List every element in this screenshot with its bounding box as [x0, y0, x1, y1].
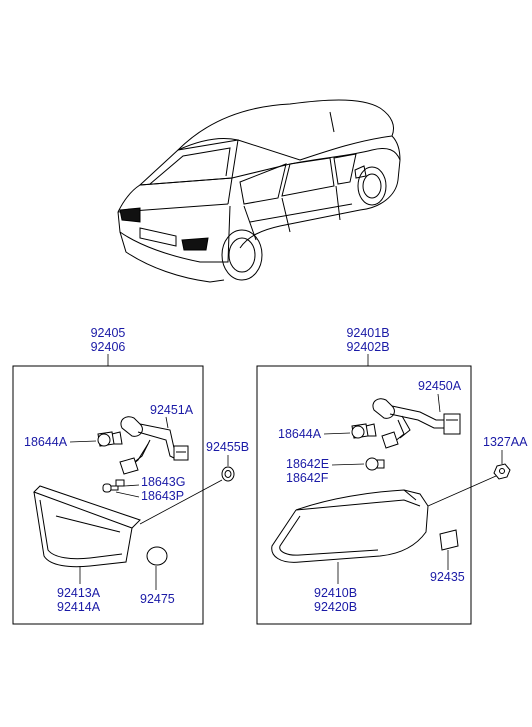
socket-harness-icon: [119, 416, 189, 475]
bulb-small-icon-right: [365, 457, 385, 471]
left-group-box: [12, 365, 204, 625]
right-group-box: [256, 365, 472, 625]
socket-harness-icon-right: [372, 398, 461, 449]
right-header-line-1: 92401B: [346, 326, 389, 340]
label-bulb-large-left: 18644A: [24, 435, 68, 449]
bulb-icon-right: [351, 423, 377, 439]
label-socket-harness-left: 92451A: [150, 403, 194, 417]
label-lamp-left-1: 92413A: [57, 586, 101, 600]
car-left-tail-lamp: [119, 207, 141, 223]
sedan-rear-view-icon: [117, 99, 401, 283]
cap-icon: [146, 546, 168, 566]
label-bulb-small-right-1: 18642E: [286, 457, 329, 471]
label-socket-harness-right: 92450A: [418, 379, 462, 393]
label-pad: 92435: [430, 570, 465, 584]
pad-icon: [439, 529, 459, 551]
label-lamp-right-1: 92410B: [314, 586, 357, 600]
rear-combination-lamp-icon: [33, 485, 141, 568]
label-grommet: 92455B: [206, 440, 249, 454]
left-header-line-1: 92405: [91, 326, 126, 340]
label-bulb-small-left-1: 18643G: [141, 475, 185, 489]
car-right-tail-lamp: [181, 237, 209, 251]
nut-icon: [493, 463, 511, 480]
label-lamp-left-2: 92414A: [57, 600, 101, 614]
bulb-icon: [97, 431, 123, 447]
left-header-line-2: 92406: [91, 340, 126, 354]
label-lamp-right-2: 92420B: [314, 600, 357, 614]
right-lamp-assembly: 92401B 92402B 92450A 18644A: [256, 326, 528, 625]
rear-combination-lamp-icon-right: [271, 489, 429, 563]
right-header-line-2: 92402B: [346, 340, 389, 354]
label-bulb-small-right-2: 18642F: [286, 471, 329, 485]
label-bulb-large-right: 18644A: [278, 427, 322, 441]
grommet-icon: [221, 466, 235, 482]
left-lamp-assembly: 92405 92406 92451A 18644A: [12, 326, 249, 625]
label-nut: 1327AA: [483, 435, 528, 449]
label-bulb-small-left-2: 18643P: [141, 489, 184, 503]
label-cap: 92475: [140, 592, 175, 606]
bulb-small-icon: [102, 479, 125, 493]
